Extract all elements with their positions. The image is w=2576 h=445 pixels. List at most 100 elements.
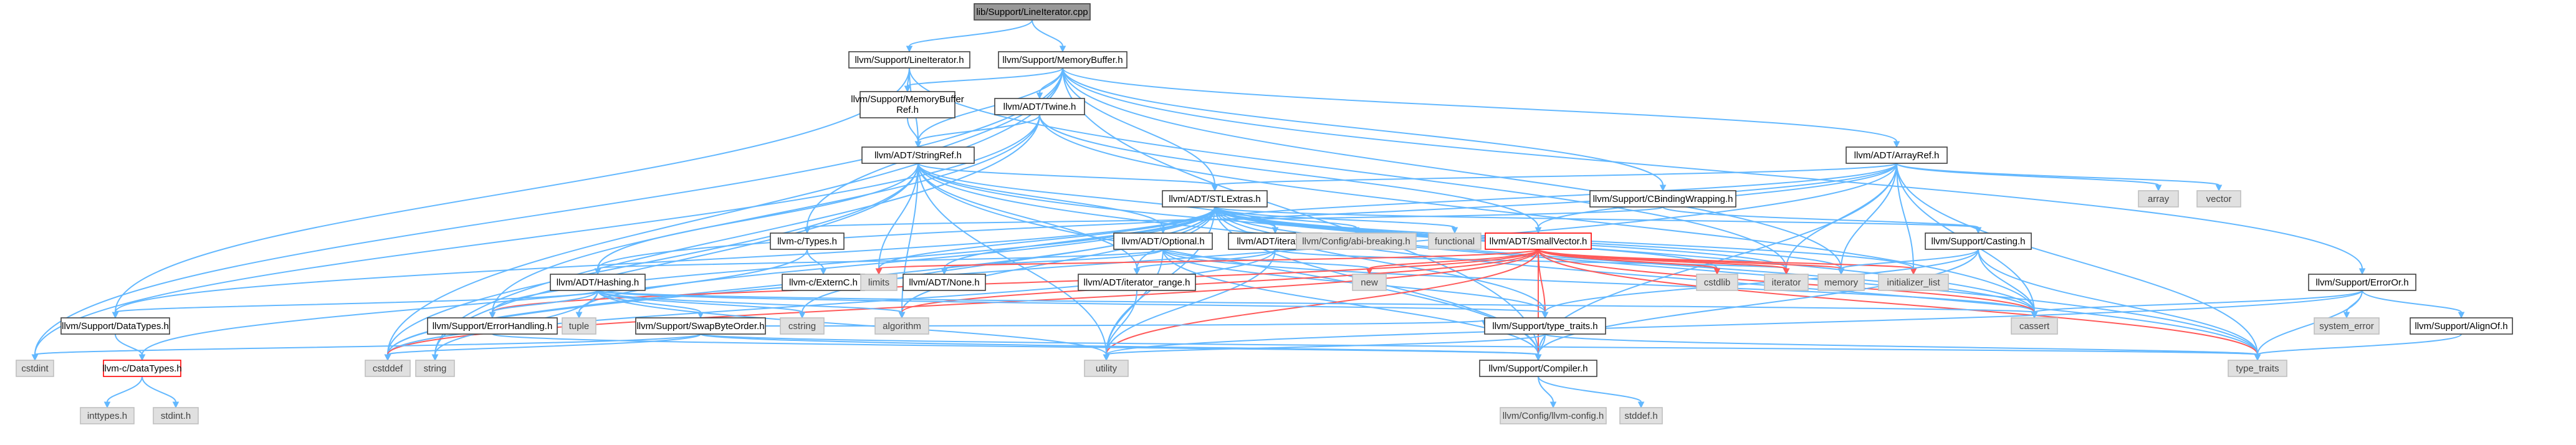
node-box	[998, 51, 1128, 69]
node-box	[635, 317, 766, 335]
node-label: llvm/Support/Compiler.h	[1488, 363, 1587, 374]
graph-nodes: lib/Support/LineIterator.cpp llvm/Support…	[16, 3, 2513, 424]
node-llvm-support-swapbyteorder-h[interactable]: llvm/Support/SwapByteOrder.h	[635, 317, 766, 335]
node-llvm-adt-iterator-range-h[interactable]: llvm/ADT/iterator_range.h	[1078, 274, 1196, 291]
node-label: string	[424, 363, 447, 374]
node-box	[770, 232, 845, 250]
graph-edges	[31, 19, 2465, 409]
node-llvm-support-lineiterator-h[interactable]: llvm/Support/LineIterator.h	[848, 51, 970, 69]
node-box	[1162, 190, 1268, 208]
node-cstdlib: cstdlib	[1696, 274, 1738, 291]
node-box	[103, 360, 181, 377]
node-label: array	[2148, 194, 2170, 204]
node-llvm-adt-twine-h[interactable]: llvm/ADT/Twine.h	[994, 98, 1085, 115]
node-llvm-adt-optional-h[interactable]: llvm/ADT/Optional.h	[1113, 232, 1213, 250]
node-llvm-adt-none-h[interactable]: llvm/ADT/None.h	[903, 274, 986, 291]
edge-arrowhead	[1103, 354, 1110, 361]
node-utility: utility	[1084, 360, 1129, 377]
node-label: type_traits	[2236, 363, 2279, 374]
node-label: lib/Support/LineIterator.cpp	[976, 7, 1088, 17]
node-box	[2138, 190, 2179, 208]
edge-arrowhead	[112, 312, 119, 319]
edge-n14-to-n36	[578, 290, 598, 313]
node-llvm-c-externc-h[interactable]: llvm-c/ExternC.h	[782, 274, 865, 291]
edge-n4-to-n12	[1039, 114, 1539, 228]
edge-n6-to-n34	[1896, 163, 1914, 269]
node-label: llvm/ADT/SmallVector.h	[1490, 236, 1587, 247]
edge-n10-to-n16	[944, 249, 1164, 269]
node-label: llvm/Support/CBindingWrapping.h	[1593, 194, 1733, 204]
node-box	[861, 146, 975, 164]
edge-n12-to-n35	[878, 249, 1539, 269]
node-box	[1764, 274, 1809, 291]
edge-n8-to-n26	[1214, 206, 1357, 228]
node-cassert: cassert	[2011, 317, 2058, 335]
edge-n5-to-n8	[917, 163, 1215, 186]
node-label: llvm/ADT/STLExtras.h	[1169, 194, 1261, 204]
node-llvm-support-casting-h[interactable]: llvm/Support/Casting.h	[1925, 232, 2032, 250]
node-llvm-support-alignof-h[interactable]: llvm/Support/AlignOf.h	[2410, 317, 2513, 335]
edge-n4-to-n19	[492, 114, 1040, 313]
node-label: inttypes.h	[87, 411, 127, 421]
node-llvm-adt-hashing-h[interactable]: llvm/ADT/Hashing.h	[550, 274, 646, 291]
edge-n12-to-n45	[1538, 249, 2258, 355]
edge-n4-to-n5	[917, 114, 1040, 142]
node-llvm-support-datatypes-h[interactable]: llvm/Support/DataTypes.h	[60, 317, 170, 335]
node-stddef-h: stddef.h	[1619, 407, 1663, 424]
edge-n22-to-n46	[107, 376, 143, 403]
edge-arrowhead	[914, 141, 922, 148]
node-llvm-adt-stringref-h[interactable]: llvm/ADT/StringRef.h	[861, 146, 975, 164]
node-label: llvm/Config/abi-breaking.h	[1302, 236, 1410, 247]
edge-n11-to-n32	[1275, 249, 1787, 269]
node-llvm-adt-arrayref-h[interactable]: llvm/ADT/ArrayRef.h	[1846, 146, 1948, 164]
edge-n6-to-n10	[1162, 163, 1897, 228]
node-label: stddef.h	[1624, 411, 1657, 421]
node-llvm-adt-stlextras-h[interactable]: llvm/ADT/STLExtras.h	[1162, 190, 1268, 208]
node-box	[859, 91, 955, 118]
node-functional: functional	[1428, 232, 1482, 250]
node-label: llvm/Support/AlignOf.h	[2415, 321, 2507, 332]
edge-n6-to-n45	[1896, 163, 2258, 355]
edge-n6-to-n28	[1896, 163, 2159, 186]
node-label: llvm/ADT/None.h	[909, 277, 979, 288]
node-box	[2011, 317, 2058, 335]
edge-arrowhead	[431, 354, 439, 361]
node-llvm-support-erroror-h[interactable]: llvm/Support/ErrorOr.h	[2308, 274, 2416, 291]
edge-n20-to-n41	[34, 333, 701, 355]
node-lib-support-lineiterator-cpp[interactable]: lib/Support/LineIterator.cpp	[974, 3, 1091, 21]
node-llvm-support-compiler-h[interactable]: llvm/Support/Compiler.h	[1479, 360, 1597, 377]
node-llvm-support-memorybuffer-h[interactable]: llvm/Support/MemoryBuffer.h	[998, 51, 1128, 69]
node-llvm-support-cbindingwrapping-h[interactable]: llvm/Support/CBindingWrapping.h	[1589, 190, 1736, 208]
edge-n18-to-n22	[115, 333, 143, 355]
node-box	[2308, 274, 2416, 291]
node-box	[2314, 317, 2380, 335]
node-llvm-support-errorhandling-h[interactable]: llvm/Support/ErrorHandling.h	[427, 317, 558, 335]
edge-n7-to-n9	[807, 206, 1664, 228]
edge-arrowhead	[803, 227, 811, 234]
node-llvm-c-types-h[interactable]: llvm-c/Types.h	[770, 232, 845, 250]
node-box	[974, 3, 1091, 21]
edge-n6-to-n29	[1896, 163, 2219, 186]
edge-n20-to-n45	[700, 333, 2258, 355]
node-initializer-list: initializer_list	[1878, 274, 1949, 291]
edge-arrowhead	[31, 354, 39, 361]
edge-n23-to-n48	[1538, 376, 1554, 403]
node-cstddef: cstddef	[365, 360, 411, 377]
edge-n8-to-n21	[1214, 206, 1546, 313]
node-llvm-support-type-traits-h[interactable]: llvm/Support/type_traits.h	[1484, 317, 1606, 335]
node-llvm-adt-smallvector-h[interactable]: llvm/ADT/SmallVector.h	[1485, 232, 1592, 250]
edge-arrowhead	[103, 401, 111, 409]
node-llvm-c-datatypes-h[interactable]: llvm-c/DataTypes.h	[102, 360, 182, 377]
node-label: llvm/Support/Casting.h	[1932, 236, 2026, 247]
node-label: system_error	[2319, 321, 2374, 332]
node-label: stdint.h	[161, 411, 191, 421]
node-box	[2410, 317, 2513, 335]
node-label: cstring	[788, 321, 816, 332]
node-box	[60, 317, 170, 335]
edge-arrowhead	[384, 354, 391, 361]
edge-n0-to-n2	[1032, 19, 1063, 47]
node-box	[562, 317, 596, 335]
node-box	[2228, 360, 2287, 377]
node-box	[782, 274, 865, 291]
